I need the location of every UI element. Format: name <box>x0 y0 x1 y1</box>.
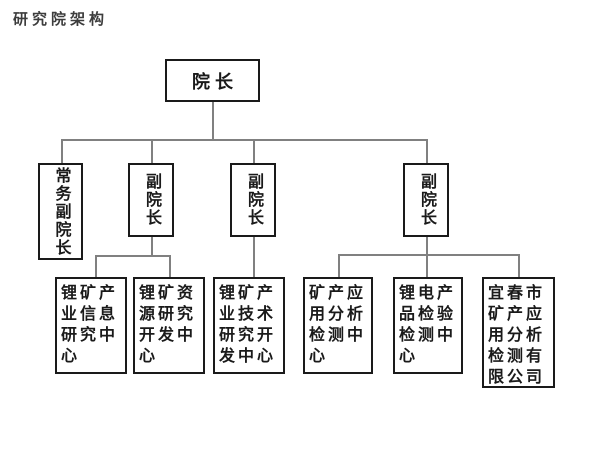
org-box-yichun-mineral-analysis-testing-company: 宜春市矿产应用分析检测有限公司 <box>482 277 555 388</box>
connector-root-down <box>212 102 214 139</box>
connector-vp1-down <box>151 237 153 255</box>
org-box-vice-dean-2: 副院长 <box>230 163 276 237</box>
org-box-vice-dean-1: 副院长 <box>128 163 174 237</box>
org-box-vice-dean-3: 副院长 <box>403 163 449 237</box>
org-box-mineral-application-analysis-testing-center: 矿产应用分析检测中心 <box>303 277 373 374</box>
connector-level2-rail <box>61 139 427 141</box>
connector-vp3-rail <box>338 254 519 256</box>
connector-drop-vp2 <box>253 139 255 163</box>
connector-vp3-down <box>426 237 428 254</box>
connector-vp2-down <box>253 237 255 277</box>
connector-drop-dept0 <box>95 255 97 277</box>
org-box-lithium-battery-product-inspection-center: 锂电产品检验检测中心 <box>393 277 463 374</box>
connector-vp1-rail <box>95 255 170 257</box>
org-box-lithium-industry-technology-rd-center: 锂矿产业技术研究开发中心 <box>213 277 285 374</box>
connector-drop-vp1 <box>151 139 153 163</box>
org-box-executive-vice-dean: 常务副院长 <box>38 163 83 260</box>
connector-drop-dept5 <box>518 254 520 277</box>
chart-title: 研究院架构 <box>13 12 109 28</box>
org-box-lithium-resources-rd-center: 锂矿资源研究开发中心 <box>133 277 205 374</box>
connector-drop-vp3 <box>426 139 428 163</box>
connector-drop-dept1 <box>169 255 171 277</box>
org-box-dean: 院长 <box>165 59 260 102</box>
connector-drop-dept4 <box>426 254 428 277</box>
connector-drop-evp <box>61 139 63 163</box>
connector-drop-dept3 <box>338 254 340 277</box>
org-box-lithium-industry-information-research-center: 锂矿产业信息研究中心 <box>55 277 127 374</box>
